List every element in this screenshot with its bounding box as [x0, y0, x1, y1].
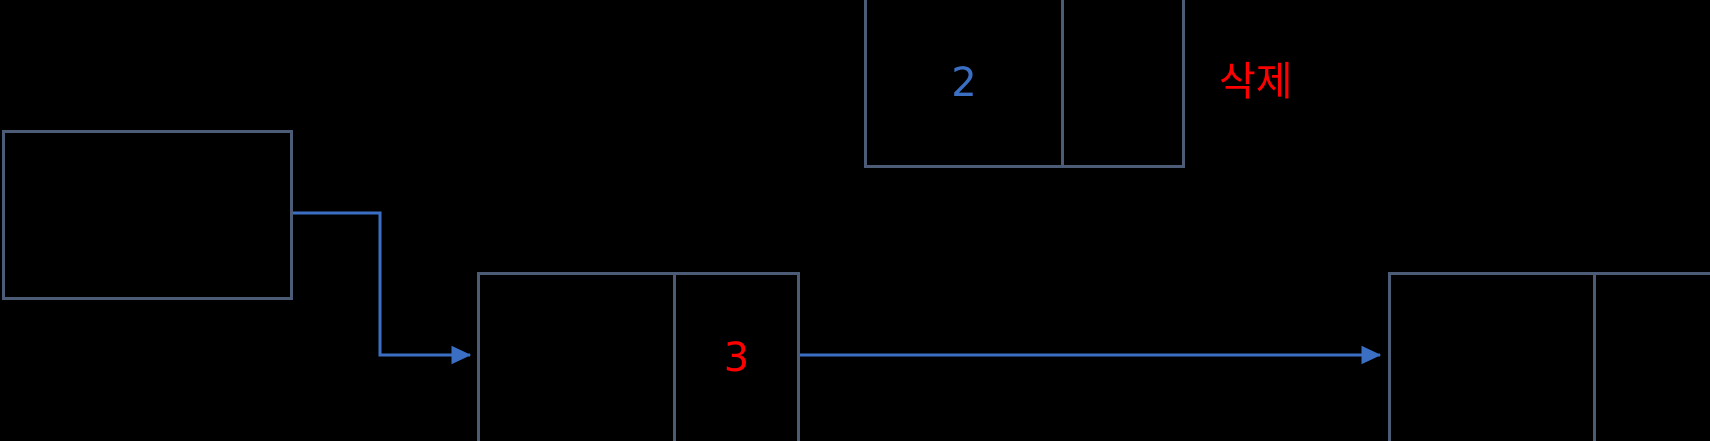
head-box[interactable] — [2, 130, 293, 300]
node-right-data-cell[interactable] — [1388, 272, 1596, 441]
node-middle-next-pointer-value: 3 — [723, 335, 750, 381]
node-deleted[interactable]: 2 — [864, 0, 1185, 168]
node-deleted-data-value: 2 — [951, 59, 977, 106]
node-deleted-next-pointer-cell[interactable] — [1061, 0, 1185, 168]
node-middle[interactable]: 3 — [477, 272, 800, 441]
delete-label: 삭제 — [1219, 59, 1293, 105]
node-middle-data-cell[interactable] — [477, 272, 676, 441]
node-deleted-data-cell[interactable]: 2 — [864, 0, 1064, 168]
node-right[interactable] — [1388, 272, 1710, 441]
edge-head-to-middle — [293, 211, 472, 365]
node-middle-next-pointer-cell[interactable]: 3 — [673, 272, 800, 441]
node-right-next-pointer-cell[interactable] — [1593, 272, 1710, 441]
